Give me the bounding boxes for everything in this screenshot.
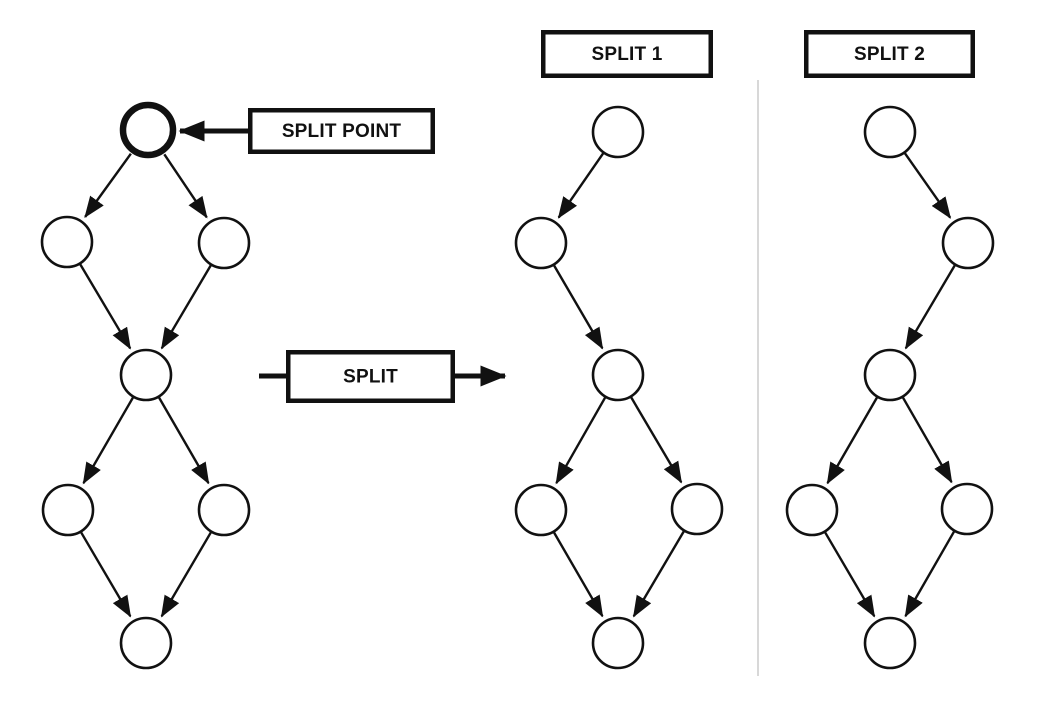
split-operator-label-box[interactable]: SPLIT: [286, 350, 455, 403]
split-2-graph-edge: [826, 396, 879, 485]
split-1-graph-node[interactable]: [514, 216, 568, 270]
split-1-graph-edges: [552, 152, 685, 618]
split-1-label-box-text: SPLIT 1: [591, 44, 662, 65]
split-1-graph-nodes: [514, 105, 724, 670]
split-1-graph-edge: [632, 530, 685, 618]
source-graph-edge: [160, 264, 212, 350]
source-graph-nodes: [40, 101, 251, 670]
split-1-label-box-frame: [541, 30, 713, 78]
source-graph-node[interactable]: [41, 483, 95, 537]
source-graph-edge: [82, 396, 135, 485]
split-2-label-box-frame: [804, 30, 975, 78]
source-graph-edges: [79, 152, 212, 618]
split-1-graph-node[interactable]: [591, 105, 645, 159]
annotation-connectors: [178, 120, 507, 387]
split-2-graph-edge: [904, 530, 956, 618]
source-graph-node[interactable]: [197, 216, 251, 270]
split-point-label-box-frame: [248, 108, 435, 154]
split-operator-label-box-text: SPLIT: [343, 367, 398, 388]
split-2-graph-node[interactable]: [863, 348, 917, 402]
split-2-graph-edges: [824, 152, 956, 618]
split-2-label-box[interactable]: SPLIT 2: [804, 30, 975, 78]
split-2-graph-node[interactable]: [863, 105, 917, 159]
split-2-graph-node[interactable]: [785, 483, 839, 537]
split-2-graph-edge: [903, 152, 952, 219]
split-1-graph-node[interactable]: [591, 616, 645, 670]
split-2-graph-node[interactable]: [940, 482, 994, 536]
split-1-label-box[interactable]: SPLIT 1: [541, 30, 713, 78]
split-2-graph-edge: [901, 396, 953, 484]
source-graph-node[interactable]: [119, 348, 173, 402]
source-graph-edge: [84, 152, 132, 219]
source-graph-node[interactable]: [197, 483, 251, 537]
source-graph-edge: [160, 531, 212, 618]
split-1-graph-edge: [555, 396, 607, 485]
split-1-graph-edge: [552, 531, 604, 618]
split-1-graph-edge: [553, 264, 604, 350]
split-1-graph-node[interactable]: [670, 482, 724, 536]
split-1-graph-edge: [630, 396, 683, 484]
split-2-label-box-text: SPLIT 2: [854, 44, 925, 65]
split-1-graph-node[interactable]: [591, 348, 645, 402]
split-point-label-box-text: SPLIT POINT: [282, 121, 402, 142]
source-graph-node[interactable]: [40, 215, 94, 269]
source-graph-edge: [79, 263, 132, 350]
source-graph-edge: [157, 396, 210, 485]
split-2-graph-edge: [904, 264, 956, 350]
split-1-graph-edge: [557, 152, 605, 219]
split-1-graph-node[interactable]: [514, 483, 568, 537]
source-graph-edge: [163, 153, 208, 219]
source-graph-node[interactable]: [119, 616, 173, 670]
split-point-node[interactable]: [119, 101, 177, 159]
split-2-graph-nodes: [785, 105, 995, 670]
split-2-graph-edge: [824, 531, 876, 618]
split-2-graph-node[interactable]: [941, 216, 995, 270]
source-graph-edge: [80, 531, 132, 618]
split-operator-label-box-frame: [286, 350, 455, 403]
split-2-graph-node[interactable]: [863, 616, 917, 670]
label-boxes: SPLIT POINT SPLIT SPLIT 1 SPLIT 2: [248, 30, 975, 403]
split-point-label-box[interactable]: SPLIT POINT: [248, 108, 435, 154]
